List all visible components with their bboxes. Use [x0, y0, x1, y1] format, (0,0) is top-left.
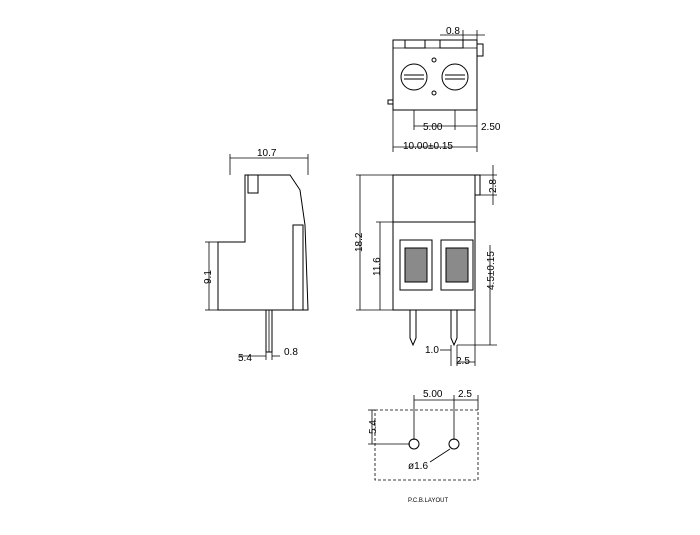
front-pin-right: [450, 310, 458, 347]
front-view-body: [392, 174, 476, 311]
dim-front-total-height: 18.2: [354, 232, 365, 252]
top-view-tab: [387, 99, 394, 105]
pcb-layout-caption: P.C.B.LAYOUT: [408, 498, 448, 504]
top-view-small-hole-b: [431, 90, 437, 96]
front-window-left-fill: [404, 247, 428, 283]
dim-pcb-pitch: 5.00: [423, 389, 443, 400]
side-view: 10.7 9.1 5.4 0.8: [203, 148, 309, 364]
dim-side-lower-height: 9.1: [203, 270, 214, 284]
side-view-lip: [247, 174, 259, 194]
pcb-outline: [374, 409, 479, 481]
dim-front-pin-width: 1.0: [425, 345, 439, 356]
side-view-wall: [292, 224, 304, 311]
top-view-latch: [477, 43, 484, 57]
front-view: 2.8 18.2 11.6 4.5±0.15 1.0 2.5: [354, 165, 499, 367]
top-view: 0.8 5.00 2.50 10.00±0.15: [387, 26, 501, 152]
dim-front-pin-length: 4.5±0.15: [486, 251, 497, 290]
front-window-right: [440, 239, 474, 291]
dim-top-pitch: 5.00: [423, 122, 443, 133]
front-view-latch: [475, 174, 481, 196]
dim-top-width: 10.00±0.15: [403, 141, 453, 152]
dim-side-pin-position: 5.4: [238, 353, 252, 364]
dim-top-edge: 2.50: [481, 122, 501, 133]
pcb-hole-left: [408, 438, 420, 450]
dim-pcb-row-offset: 5.4: [368, 420, 379, 434]
front-pin-left: [409, 310, 417, 347]
top-view-small-hole-a: [431, 57, 437, 63]
dim-front-top-step: 2.8: [488, 179, 499, 193]
screw-head-left: [400, 63, 428, 91]
dim-front-pin-edge: 2.5: [456, 356, 470, 367]
front-window-right-fill: [445, 247, 469, 283]
front-window-left: [399, 239, 433, 291]
side-view-body: [217, 174, 309, 311]
pcb-hole-right: [448, 438, 460, 450]
dim-pcb-hole-diameter: ø1.6: [408, 461, 428, 472]
dim-side-pin-diameter: 0.8: [284, 347, 298, 358]
top-view-notch-right: [439, 40, 464, 49]
screw-head-right: [441, 63, 469, 91]
dim-side-depth: 10.7: [257, 148, 277, 159]
dim-front-body-height: 11.6: [372, 257, 383, 276]
top-view-body: [392, 39, 478, 111]
pcb-layout: 5.00 2.5 5.4 ø1.6 P.C.B.LAYOUT: [368, 389, 479, 504]
dim-line: [429, 448, 451, 463]
top-view-notch-left: [404, 40, 426, 49]
dim-top-pin-offset: 0.8: [446, 26, 460, 37]
dim-pcb-edge: 2.5: [458, 389, 472, 400]
